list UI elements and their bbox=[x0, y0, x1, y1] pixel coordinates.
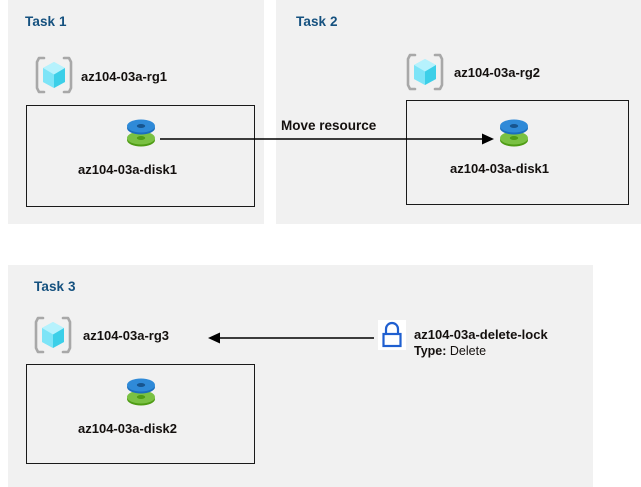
task1-resource-label: az104-03a-disk1 bbox=[78, 162, 178, 177]
task3-resource-group-label: az104-03a-rg3 bbox=[83, 328, 169, 343]
task3-title: Task 3 bbox=[34, 279, 76, 294]
lock-type-key: Type: bbox=[414, 344, 447, 358]
task1-title: Task 1 bbox=[25, 14, 67, 29]
resource-group-icon bbox=[33, 316, 73, 354]
task2-title: Task 2 bbox=[296, 14, 338, 29]
lock-type-row: Type: Delete bbox=[414, 344, 486, 358]
lock-name-label: az104-03a-delete-lock bbox=[414, 327, 548, 342]
task2-resource-label: az104-03a-disk1 bbox=[450, 161, 550, 176]
move-resource-arrow bbox=[160, 133, 494, 145]
resource-group-icon bbox=[405, 53, 445, 91]
move-resource-label: Move resource bbox=[281, 118, 377, 133]
managed-disk-icon bbox=[121, 372, 161, 412]
managed-disk-icon bbox=[121, 113, 161, 153]
resource-group-icon bbox=[34, 56, 74, 94]
task2-resource-group-label: az104-03a-rg2 bbox=[454, 65, 540, 80]
managed-disk-icon bbox=[494, 113, 534, 153]
task3-resource-label: az104-03a-disk2 bbox=[78, 421, 178, 436]
lock-icon bbox=[378, 320, 406, 350]
lock-to-rg3-arrow bbox=[208, 332, 374, 344]
lock-type-value: Delete bbox=[449, 344, 487, 358]
task2-resource-container bbox=[406, 100, 629, 205]
task1-resource-group-label: az104-03a-rg1 bbox=[81, 69, 167, 84]
